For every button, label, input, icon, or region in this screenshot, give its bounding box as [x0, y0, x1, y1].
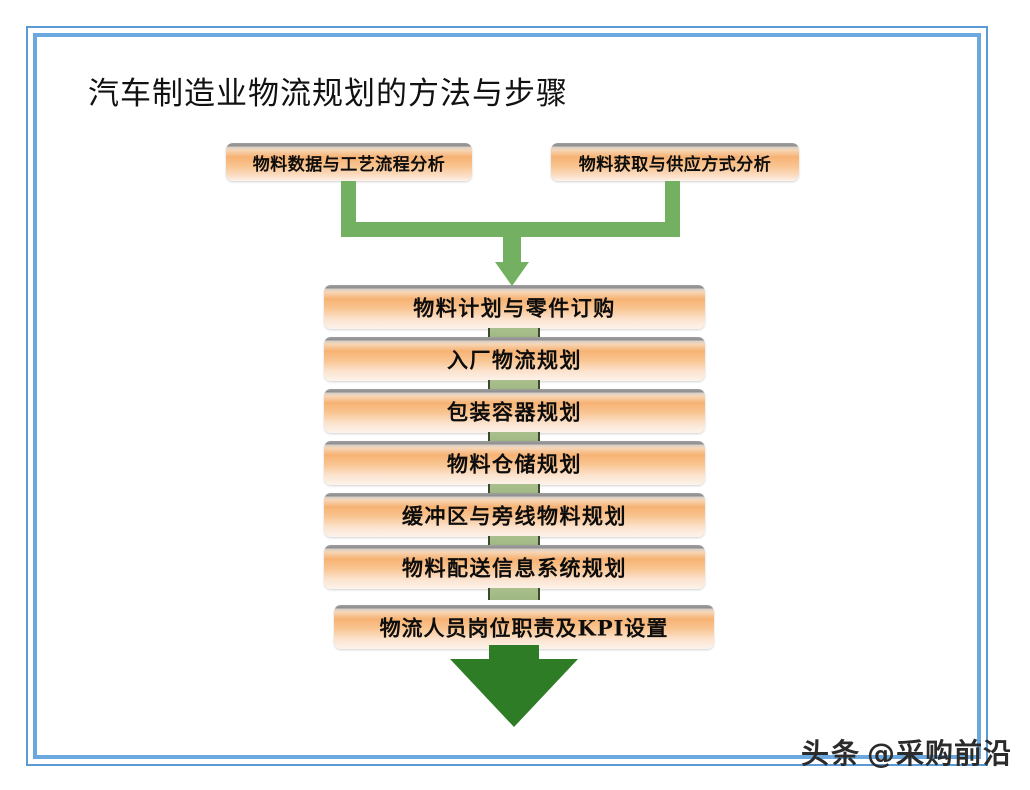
merge-connector-stem-right — [665, 181, 680, 230]
flow-box-step-2[interactable]: 入厂物流规划 — [324, 337, 705, 381]
flow-box-label: 物料数据与工艺流程分析 — [252, 155, 446, 175]
watermark: 头条 @采购前沿 — [801, 732, 1012, 772]
page-title: 汽车制造业物流规划的方法与步骤 — [88, 76, 568, 112]
flow-box-label: 物流人员岗位职责及KPI设置 — [379, 615, 669, 641]
flow-box-label: 缓冲区与旁线物料规划 — [402, 503, 627, 529]
flow-box-input-right[interactable]: 物料获取与供应方式分析 — [551, 143, 799, 181]
flow-box-step-final[interactable]: 物流人员岗位职责及KPI设置 — [334, 605, 714, 649]
flow-box-label: 包装容器规划 — [447, 399, 582, 425]
watermark-brand: 头条 — [800, 737, 861, 770]
flow-box-label: 物料计划与零件订购 — [413, 295, 616, 321]
flow-box-input-left[interactable]: 物料数据与工艺流程分析 — [226, 143, 472, 181]
flow-box-step-4[interactable]: 物料仓储规划 — [324, 441, 705, 485]
step-connector-6 — [488, 588, 540, 600]
merge-connector-downstem — [503, 230, 521, 266]
flow-box-label: 入厂物流规划 — [447, 347, 582, 373]
final-arrow-stem — [489, 645, 539, 663]
flow-box-label: 物料获取与供应方式分析 — [578, 155, 772, 175]
flow-box-step-1[interactable]: 物料计划与零件订购 — [324, 285, 705, 329]
flow-box-step-3[interactable]: 包装容器规划 — [324, 389, 705, 433]
merge-arrow-icon — [495, 262, 529, 286]
watermark-handle: @采购前沿 — [866, 737, 1012, 770]
merge-connector-stem-left — [341, 181, 356, 230]
flow-box-label: 物料配送信息系统规划 — [402, 555, 627, 581]
flow-box-step-5[interactable]: 缓冲区与旁线物料规划 — [324, 493, 705, 537]
final-arrow-icon — [450, 659, 578, 727]
flow-box-step-6[interactable]: 物料配送信息系统规划 — [324, 545, 705, 589]
merge-connector-bar — [341, 222, 680, 237]
flow-box-label: 物料仓储规划 — [447, 451, 582, 477]
slide-frame-inner-border — [33, 33, 981, 759]
